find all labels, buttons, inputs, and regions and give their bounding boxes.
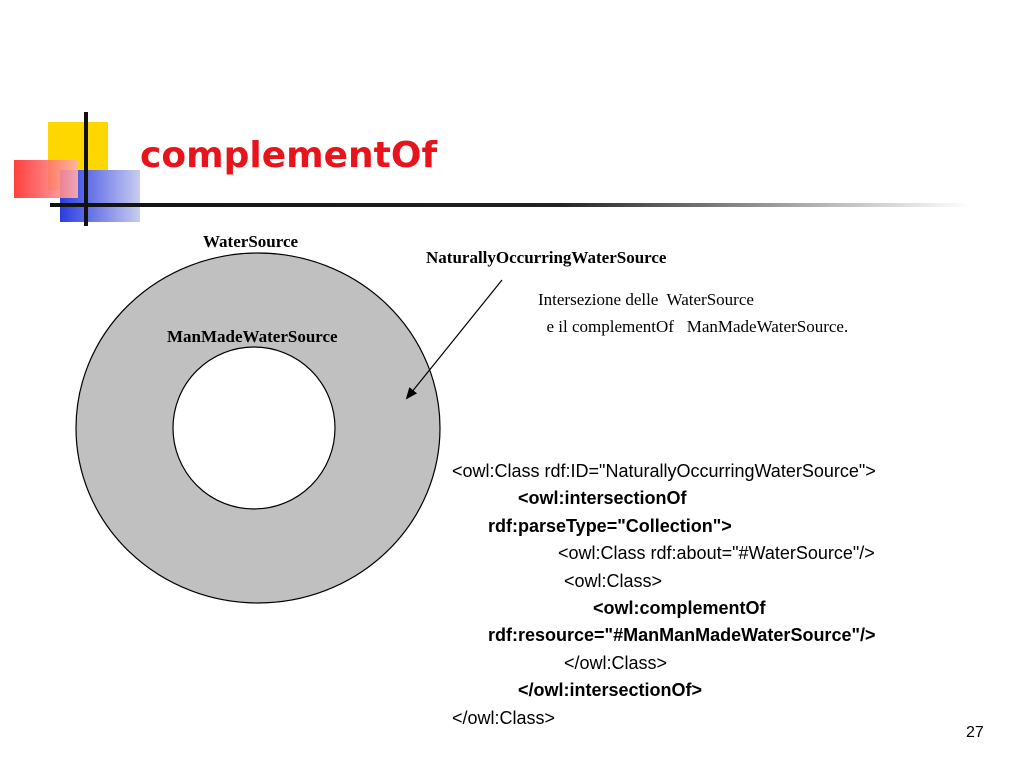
logo-vertical-bar: [84, 112, 88, 226]
naturally-occurring-label: NaturallyOccurringWaterSource: [426, 248, 667, 267]
code-line: </owl:Class>: [452, 707, 556, 728]
man-made-water-source-label: ManMadeWaterSource: [167, 327, 338, 346]
code-line: <owl:complementOf: [593, 597, 766, 618]
man-made-water-source-circle: [172, 346, 336, 510]
water-source-label: WaterSource: [203, 232, 299, 251]
intersection-note-line-1: Intersezione delle WaterSource: [538, 290, 754, 309]
slide-logo-icon: [14, 112, 140, 226]
logo-red-square: [14, 160, 78, 198]
code-line: <owl:Class rdf:about="#WaterSource"/>: [558, 543, 875, 564]
code-line: <owl:intersectionOf: [518, 488, 687, 509]
slide-title: complementOf: [140, 135, 438, 176]
intersection-note-line-2: e il complementOf ManMadeWaterSource.: [538, 317, 849, 336]
page-number: 27: [966, 724, 984, 741]
code-line: rdf:parseType="Collection">: [488, 515, 732, 536]
code-line: </owl:Class>: [564, 652, 668, 673]
owl-code-block: <owl:Class rdf:ID="NaturallyOccurringWat…: [452, 458, 1012, 732]
code-line: rdf:resource="#ManManMadeWaterSource"/>: [488, 625, 876, 646]
code-line: </owl:intersectionOf>: [518, 680, 703, 701]
title-underline: [50, 203, 970, 207]
code-line: <owl:Class rdf:ID="NaturallyOccurringWat…: [452, 461, 876, 481]
pointer-arrow: [405, 279, 503, 400]
code-line: <owl:Class>: [564, 570, 663, 591]
